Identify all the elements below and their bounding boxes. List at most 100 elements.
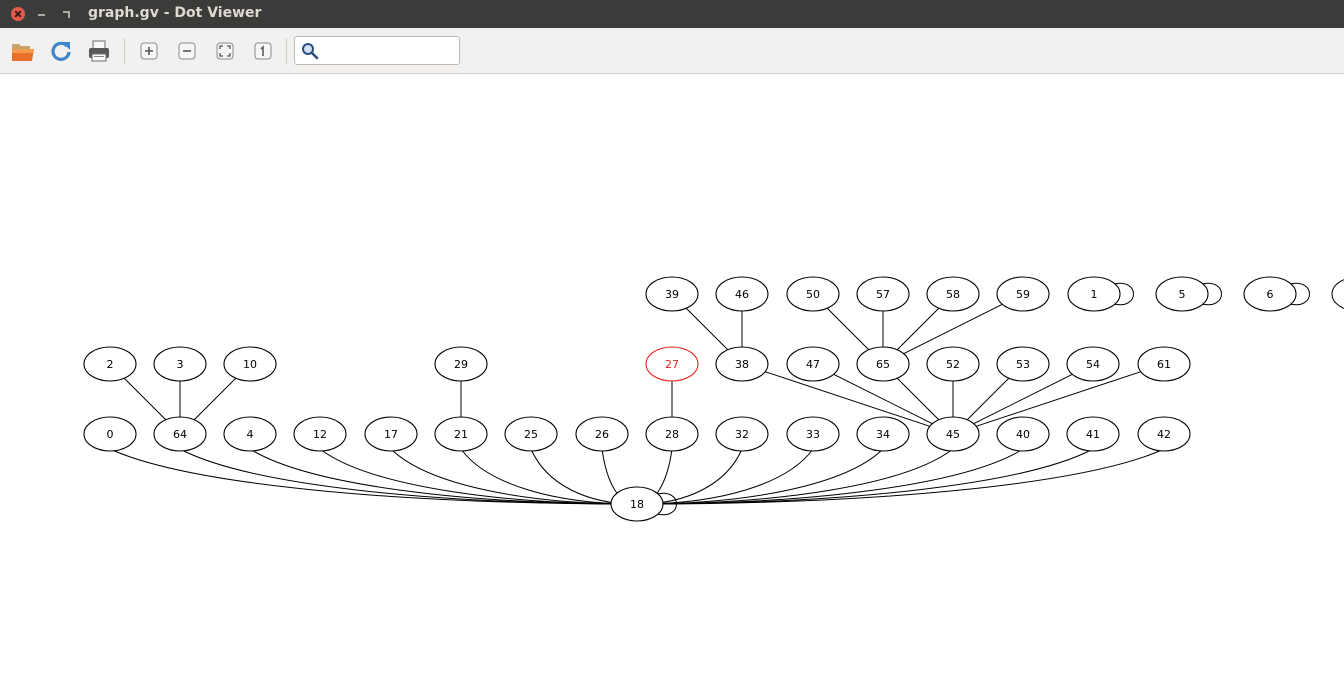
- node-shape: [926, 276, 980, 312]
- graph-node-32[interactable]: 32: [715, 416, 769, 452]
- graph-edge-39-38: [685, 307, 729, 351]
- graph-node-6[interactable]: 6: [1243, 276, 1297, 312]
- graph-self-loop-1: [1113, 282, 1134, 306]
- graph-node-4[interactable]: 4: [223, 416, 277, 452]
- graph-node-29[interactable]: 29: [434, 346, 488, 382]
- graph-node-33[interactable]: 33: [786, 416, 840, 452]
- reload-button[interactable]: [48, 38, 74, 64]
- node-shape: [926, 346, 980, 382]
- graph-node-21[interactable]: 21: [434, 416, 488, 452]
- node-label: 57: [876, 288, 890, 301]
- node-shape: [856, 416, 910, 452]
- node-label: 40: [1016, 428, 1030, 441]
- minimize-window-button[interactable]: [35, 7, 49, 21]
- graph-self-loop-6: [1289, 282, 1310, 306]
- node-label: 53: [1016, 358, 1030, 371]
- node-label: 29: [454, 358, 468, 371]
- node-label: 50: [806, 288, 820, 301]
- node-shape: [575, 416, 629, 452]
- graph-node-52[interactable]: 52: [926, 346, 980, 382]
- node-shape: [856, 346, 910, 382]
- open-button[interactable]: [10, 38, 36, 64]
- node-label: 65: [876, 358, 890, 371]
- zoom-in-icon: [140, 42, 158, 60]
- print-button[interactable]: [86, 38, 112, 64]
- graph-edge-34-18: [638, 448, 884, 505]
- node-label: 59: [1016, 288, 1030, 301]
- node-shape: [1155, 276, 1209, 312]
- graph-node-5[interactable]: 5: [1155, 276, 1209, 312]
- zoom-out-button[interactable]: [174, 38, 200, 64]
- node-label: 1: [1091, 288, 1098, 301]
- node-label: 10: [243, 358, 257, 371]
- node-shape: [926, 416, 980, 452]
- graph-node-46[interactable]: 46: [715, 276, 769, 312]
- graph-node-12[interactable]: 12: [293, 416, 347, 452]
- graph-node-10[interactable]: 10: [223, 346, 277, 382]
- graph-edge-10-64: [193, 377, 237, 421]
- graph-node-54[interactable]: 54: [1066, 346, 1120, 382]
- graph-node-57[interactable]: 57: [856, 276, 910, 312]
- printer-icon: [89, 40, 109, 62]
- zoom-100-icon: [254, 42, 272, 60]
- search-input[interactable]: [323, 40, 455, 61]
- graph-node-25[interactable]: 25: [504, 416, 558, 452]
- window-title: graph.gv - Dot Viewer: [88, 5, 262, 21]
- graph-node-59[interactable]: 59: [996, 276, 1050, 312]
- maximize-window-button[interactable]: [59, 7, 73, 21]
- graph-edge-12-18: [319, 448, 636, 505]
- node-shape: [996, 346, 1050, 382]
- graph-node-61[interactable]: 61: [1137, 346, 1191, 382]
- graph-node-27[interactable]: 27: [645, 346, 699, 382]
- graph-edge-0-18: [109, 448, 636, 505]
- graph-edge-59-65: [903, 303, 1003, 355]
- graph-node-50[interactable]: 50: [786, 276, 840, 312]
- node-shape: [153, 346, 207, 382]
- graph-node-3[interactable]: 3: [153, 346, 207, 382]
- close-window-button[interactable]: [11, 7, 25, 21]
- node-shape: [786, 276, 840, 312]
- graph-node-47[interactable]: 47: [786, 346, 840, 382]
- graph-node-41[interactable]: 41: [1066, 416, 1120, 452]
- graph-edge-45-18: [638, 448, 954, 505]
- graph-node-0[interactable]: 0: [83, 416, 137, 452]
- graph-node-28[interactable]: 28: [645, 416, 699, 452]
- graph-node-64[interactable]: 64: [153, 416, 207, 452]
- node-shape: [1067, 276, 1121, 312]
- graph-node-1[interactable]: 1: [1067, 276, 1121, 312]
- graph-node-26[interactable]: 26: [575, 416, 629, 452]
- graph-node-45[interactable]: 45: [926, 416, 980, 452]
- node-shape: [715, 346, 769, 382]
- toolbar: [0, 28, 1344, 74]
- node-label: 54: [1086, 358, 1100, 371]
- zoom-fit-button[interactable]: [212, 38, 238, 64]
- graph-node-17[interactable]: 17: [364, 416, 418, 452]
- graph-node-39[interactable]: 39: [645, 276, 699, 312]
- node-shape: [83, 346, 137, 382]
- node-shape: [1137, 416, 1191, 452]
- graph-node-53[interactable]: 53: [996, 346, 1050, 382]
- graph-edge-65-45: [896, 377, 940, 421]
- graph-node-58[interactable]: 58: [926, 276, 980, 312]
- node-shape: [645, 276, 699, 312]
- node-label: 5: [1179, 288, 1186, 301]
- graph-node-34[interactable]: 34: [856, 416, 910, 452]
- node-shape: [996, 276, 1050, 312]
- node-shape: [610, 486, 664, 522]
- graph-node-65[interactable]: 65: [856, 346, 910, 382]
- graph-node-40[interactable]: 40: [996, 416, 1050, 452]
- graph-node-42[interactable]: 42: [1137, 416, 1191, 452]
- node-label: 32: [735, 428, 749, 441]
- search-box[interactable]: [294, 36, 460, 65]
- graph-edge-54-45: [973, 373, 1073, 425]
- graph-node-2[interactable]: 2: [83, 346, 137, 382]
- graph-edge-42-18: [638, 448, 1165, 505]
- zoom-in-button[interactable]: [136, 38, 162, 64]
- toolbar-separator: [286, 38, 287, 64]
- graph-node-38[interactable]: 38: [715, 346, 769, 382]
- zoom-100-button[interactable]: [250, 38, 276, 64]
- graph-node-18[interactable]: 18: [610, 486, 664, 522]
- node-label: 42: [1157, 428, 1171, 441]
